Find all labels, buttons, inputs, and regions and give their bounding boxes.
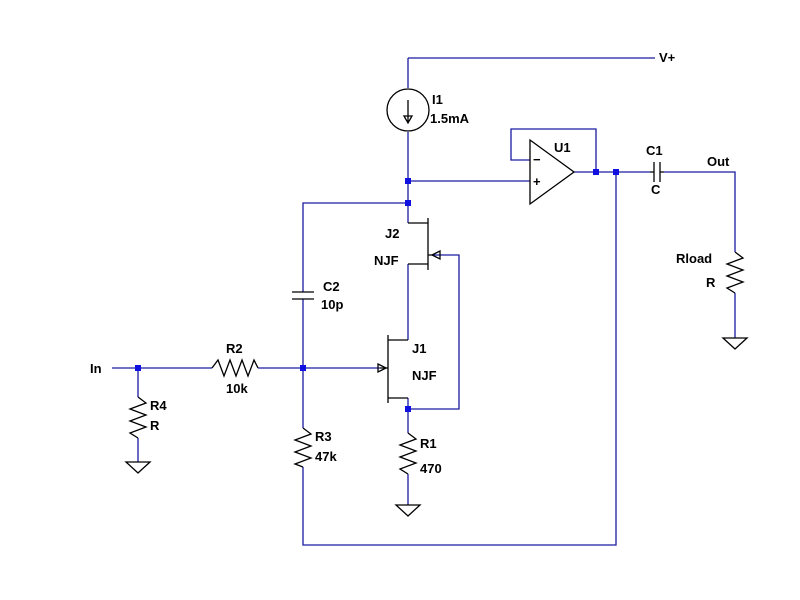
rload-value-label: R xyxy=(706,275,716,290)
capacitor-c2[interactable] xyxy=(292,291,314,300)
c2-name-label: C2 xyxy=(323,279,340,294)
capacitor-c1[interactable] xyxy=(650,162,664,182)
rload-name-label: Rload xyxy=(676,251,712,266)
c2-value-label: 10p xyxy=(321,297,343,312)
j1-model-label: NJF xyxy=(412,368,437,383)
junction-dot xyxy=(135,365,141,371)
current-source-icon xyxy=(386,88,430,132)
ground-icon xyxy=(124,461,152,474)
opamp-plus-sign: + xyxy=(533,174,541,189)
junction-dot xyxy=(613,169,619,175)
capacitor-icon xyxy=(650,162,664,182)
resistor-r3[interactable] xyxy=(293,427,313,468)
opamp-triangle-icon xyxy=(529,138,576,206)
opamp-minus-sign: − xyxy=(533,152,541,167)
resistor-icon xyxy=(398,432,418,475)
r3-value-label: 47k xyxy=(315,449,337,464)
in-label: In xyxy=(90,361,102,376)
jfet-j1[interactable] xyxy=(377,335,408,403)
resistor-icon xyxy=(128,396,148,439)
c1-value-label: C xyxy=(651,182,661,197)
r4-name-label: R4 xyxy=(150,398,167,413)
wire-vplus-rail xyxy=(407,57,655,88)
resistor-icon xyxy=(293,427,313,468)
c1-name-label: C1 xyxy=(646,143,663,158)
wires xyxy=(112,57,736,546)
jfet-gate-arrow-icon xyxy=(377,362,388,374)
jfet-channel-icon xyxy=(408,218,432,270)
junction-dot xyxy=(300,365,306,371)
r4-value-label: R xyxy=(150,418,160,433)
junction-dot xyxy=(405,406,411,412)
resistor-icon xyxy=(725,251,745,294)
i1-name-label: I1 xyxy=(432,92,443,107)
jfet-gate-arrow-icon xyxy=(430,249,441,261)
arrow-down-icon xyxy=(402,100,414,125)
capacitor-icon xyxy=(292,291,314,300)
junction-dot xyxy=(593,169,599,175)
junction-dot xyxy=(405,178,411,184)
resistor-r4[interactable] xyxy=(128,396,148,439)
wire-output-feedback xyxy=(302,172,617,546)
r1-value-label: 470 xyxy=(420,461,442,476)
j2-name-label: J2 xyxy=(385,226,399,241)
resistor-r2[interactable] xyxy=(211,358,259,378)
wire-j2-gate-loop xyxy=(408,254,460,410)
i1-value-label: 1.5mA xyxy=(430,111,470,126)
j2-model-label: NJF xyxy=(374,253,399,268)
r2-name-label: R2 xyxy=(226,341,243,356)
resistor-rload[interactable] xyxy=(725,251,745,294)
r2-value-label: 10k xyxy=(226,381,248,396)
r3-name-label: R3 xyxy=(315,429,332,444)
jfet-j2[interactable] xyxy=(408,218,441,270)
wire-c1-to-rload xyxy=(664,171,736,252)
j1-name-label: J1 xyxy=(412,341,426,356)
wire-c2-top xyxy=(302,202,408,292)
vplus-label: V+ xyxy=(659,50,676,65)
resistor-r1[interactable] xyxy=(398,432,418,475)
ground-icon xyxy=(721,337,749,350)
out-label: Out xyxy=(707,154,730,169)
junction-dot xyxy=(405,200,411,206)
opamp-u1[interactable]: − + xyxy=(529,138,576,206)
r1-name-label: R1 xyxy=(420,436,437,451)
ground-icon xyxy=(394,504,422,517)
current-source-i1[interactable] xyxy=(386,88,430,132)
junctions xyxy=(135,169,619,412)
wire-opamp-feedback xyxy=(510,128,597,172)
resistor-icon xyxy=(211,358,259,378)
u1-name-label: U1 xyxy=(554,140,571,155)
